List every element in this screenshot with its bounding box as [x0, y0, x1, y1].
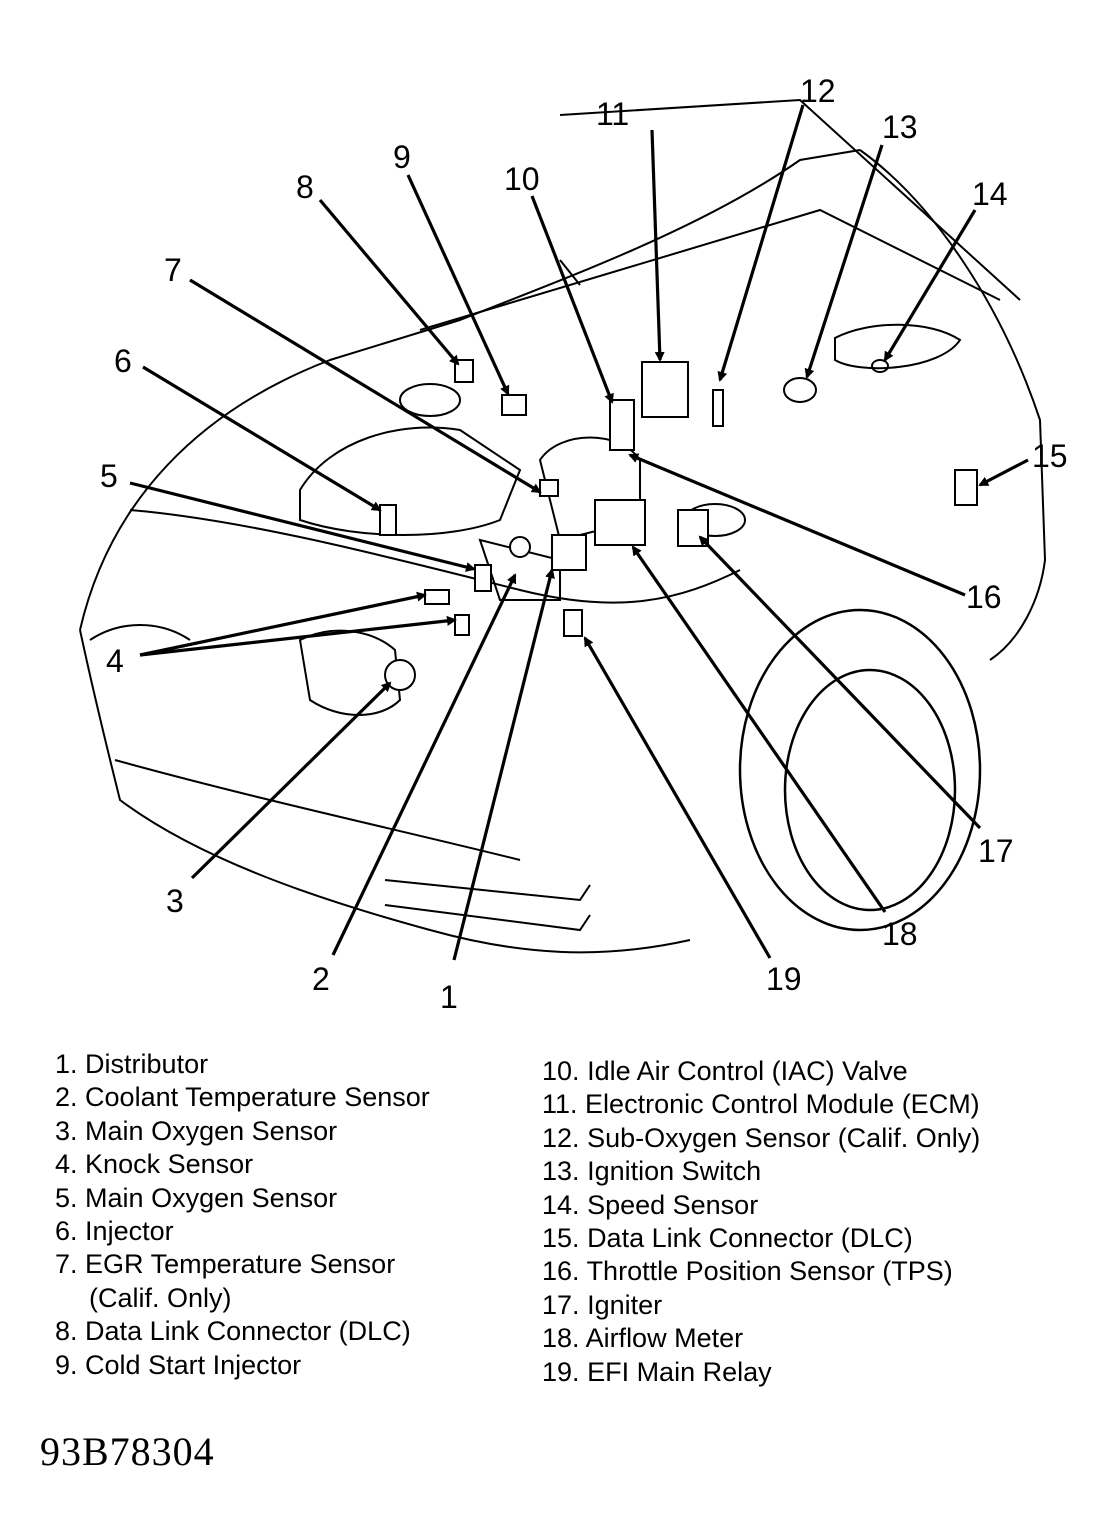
- car-details: [399, 323, 962, 537]
- legend-item-1: 1. Distributor: [55, 1049, 209, 1079]
- legend-item-13: 13. Ignition Switch: [542, 1156, 762, 1187]
- callout-16: 16: [966, 579, 1002, 615]
- legend-item-3: 3. Main Oxygen Sensor: [55, 1115, 338, 1146]
- callout-7: 7: [164, 252, 182, 288]
- legend-right-column: 10. Idle Air Control (IAC) Valve 11. Ele…: [542, 1055, 980, 1389]
- callout-11: 11: [596, 96, 629, 132]
- callout-5: 5: [100, 458, 118, 494]
- figure-id: 93B78304: [40, 1429, 215, 1474]
- callout-17: 17: [978, 833, 1014, 869]
- car-body-outline: [79, 98, 1047, 954]
- legend-item-4: 4. Knock Sensor: [55, 1149, 254, 1180]
- legend-item-9: 9. Cold Start Injector: [55, 1349, 302, 1380]
- legend-item-6: 6. Injector: [55, 1216, 174, 1247]
- legend-item-10: 10. Idle Air Control (IAC) Valve: [542, 1056, 908, 1086]
- legend-item-11: 11. Electronic Control Module (ECM): [542, 1089, 980, 1120]
- legend-item-8: 8. Data Link Connector (DLC): [55, 1316, 411, 1347]
- legend-item-5: 5. Main Oxygen Sensor: [55, 1182, 338, 1213]
- callout-4: 4: [106, 643, 124, 679]
- component-shapes: [379, 359, 978, 691]
- callout-6: 6: [114, 343, 132, 379]
- legend-left-column: 1. Distributor 2. Coolant Temperature Se…: [55, 1048, 430, 1382]
- front-wheel: [738, 608, 982, 932]
- callout-9: 9: [393, 139, 411, 175]
- engine-assembly: [299, 426, 646, 601]
- legend-item-7-note: (Calif. Only): [89, 1282, 232, 1313]
- ecm-box: [641, 361, 689, 418]
- callout-1: 1: [440, 979, 458, 1015]
- legend-item-14: 14. Speed Sensor: [542, 1189, 759, 1220]
- engine-component-locator-diagram: 1 2 3 4 5 6 7 8 9 10 11 12 13 14 15 16 1…: [79, 73, 1068, 1015]
- leader-lines: [129, 104, 1029, 961]
- callout-18: 18: [882, 916, 918, 952]
- callout-12: 12: [800, 73, 836, 109]
- callout-14: 14: [972, 176, 1008, 212]
- legend-item-16: 16. Throttle Position Sensor (TPS): [542, 1256, 953, 1287]
- legend-item-7: 7. EGR Temperature Sensor(Calif. Only): [55, 1248, 430, 1315]
- legend-item-17: 17. Igniter: [542, 1289, 663, 1320]
- callout-3: 3: [166, 883, 184, 919]
- callout-13: 13: [882, 109, 918, 145]
- legend-item-15: 15. Data Link Connector (DLC): [542, 1223, 913, 1254]
- callout-8: 8: [296, 169, 314, 205]
- callout-10: 10: [504, 161, 540, 197]
- legend-item-2: 2. Coolant Temperature Sensor: [55, 1082, 430, 1113]
- legend-item-19: 19. EFI Main Relay: [542, 1356, 772, 1387]
- callout-19: 19: [766, 961, 802, 997]
- legend-item-18: 18. Airflow Meter: [542, 1323, 744, 1354]
- callout-2: 2: [312, 961, 330, 997]
- legend-item-12: 12. Sub-Oxygen Sensor (Calif. Only): [542, 1122, 981, 1153]
- callout-15: 15: [1032, 438, 1068, 474]
